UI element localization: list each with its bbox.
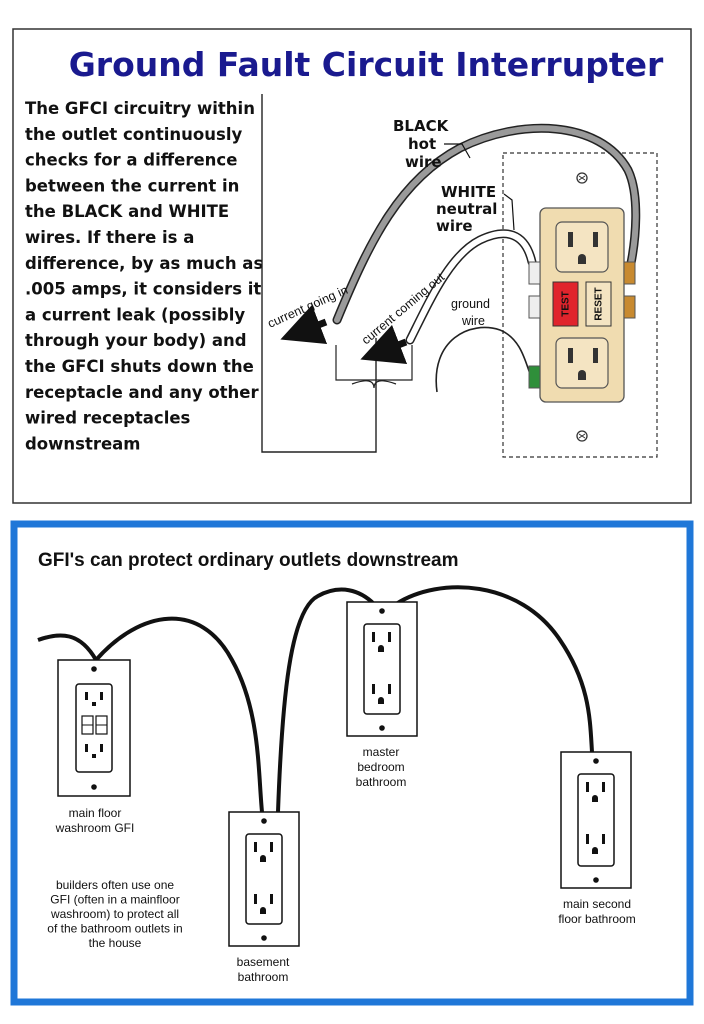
- master-outlet: [346, 601, 418, 737]
- description-line: The GFCI circuitry within: [25, 99, 255, 118]
- description-line: between the current in: [25, 176, 239, 195]
- svg-text:ground: ground: [451, 297, 490, 311]
- outlet-caption-line: floor bathroom: [558, 912, 635, 926]
- description-line: wired receptacles: [25, 409, 191, 428]
- bottom-screw-icon: [576, 430, 588, 442]
- note-line: the house: [89, 936, 142, 950]
- svg-text:neutral: neutral: [436, 200, 497, 218]
- description-line: the outlet continuously: [25, 125, 242, 144]
- outlet-caption-line: main floor: [69, 806, 122, 820]
- description-line: a current leak (possibly: [25, 305, 245, 324]
- reset-button-label: RESET: [594, 287, 605, 320]
- ground-terminal: [528, 365, 541, 389]
- black-wire-label: BLACK hot wire: [393, 117, 471, 171]
- outlet-caption-line: bathroom: [238, 970, 289, 984]
- current-out-arrow-icon: [360, 324, 408, 365]
- lower-slot-left: [568, 348, 573, 363]
- svg-text:wire: wire: [405, 153, 442, 171]
- wall-outline: [261, 94, 377, 453]
- basement-outlet: [228, 811, 300, 947]
- hot-terminal-2: [623, 295, 636, 319]
- description-line: .005 amps, it considers it: [25, 280, 261, 299]
- outlet-caption-line: basement: [237, 955, 290, 969]
- current-in-arrow-icon: [280, 304, 328, 345]
- note-line: washroom) to protect all: [50, 907, 179, 921]
- dashed-outlet-box: [502, 152, 658, 458]
- description-line: through your body) and: [25, 331, 247, 350]
- bottom-panel: GFI's can protect ordinary outlets downs…: [10, 520, 694, 1006]
- white-wire-label: WHITE neutral wire: [436, 183, 515, 235]
- supply-cord: [37, 633, 98, 662]
- lower-ground-hole: [578, 370, 586, 380]
- description-line: downstream: [25, 434, 141, 453]
- gfci-description: The GFCI circuitry within the outlet cont…: [25, 99, 263, 453]
- ground-wire: [435, 326, 531, 393]
- outlet-caption-line: washroom GFI: [55, 821, 135, 835]
- reset-button: [585, 281, 612, 327]
- top-panel: Ground Fault Circuit Interrupter The GFC…: [12, 28, 692, 504]
- note-line: GFI (often in a mainfloor: [50, 893, 179, 907]
- ground-wire-label: ground wire: [451, 297, 490, 328]
- test-button-label: TEST: [561, 291, 572, 317]
- junction-box: [335, 345, 413, 381]
- outlet-caption-line: bathroom: [356, 775, 407, 789]
- note-line: builders often use one: [56, 878, 174, 892]
- cord-basement-to-master: [276, 587, 376, 813]
- upper-slot-right: [593, 232, 598, 247]
- svg-text:wire: wire: [436, 217, 473, 235]
- gfci-receptacle: TEST RESET: [528, 207, 636, 403]
- neutral-terminal: [528, 261, 541, 285]
- svg-text:BLACK: BLACK: [393, 117, 450, 135]
- outlet-caption-line: bedroom: [357, 760, 404, 774]
- description-line: the GFCI shuts down the: [25, 357, 254, 376]
- white-neutral-wire: [407, 230, 535, 343]
- description-line: checks for a difference: [25, 151, 237, 170]
- cord-master-to-second: [394, 585, 594, 753]
- top-screw-icon: [576, 172, 588, 184]
- test-button: [552, 281, 579, 327]
- outlet-caption-line: main second: [563, 897, 631, 911]
- description-line: wires. If there is a: [25, 228, 194, 247]
- neutral-terminal-2: [528, 295, 541, 319]
- gfi-outlet: [57, 659, 131, 797]
- upper-outlet-face: [555, 221, 609, 273]
- note-line: of the bathroom outlets in: [47, 922, 182, 936]
- upper-slot-left: [568, 232, 573, 247]
- black-hot-wire: [334, 125, 639, 323]
- svg-text:wire: wire: [461, 314, 485, 328]
- second-floor-outlet: [560, 751, 632, 889]
- lower-outlet-face: [555, 337, 609, 389]
- description-line: receptacle and any other: [25, 383, 259, 402]
- description-line: the BLACK and WHITE: [25, 202, 229, 221]
- upper-ground-hole: [578, 254, 586, 264]
- brace-mark: [351, 380, 397, 389]
- gfci-title: Ground Fault Circuit Interrupter: [69, 45, 664, 84]
- svg-text:hot: hot: [408, 135, 436, 153]
- outlet-caption-line: master: [363, 745, 400, 759]
- description-line: difference, by as much as: [25, 254, 263, 273]
- svg-text:WHITE: WHITE: [441, 183, 496, 201]
- hot-terminal: [623, 261, 636, 285]
- downstream-title: GFI's can protect ordinary outlets downs…: [38, 550, 459, 571]
- lower-slot-right: [593, 348, 598, 363]
- cord-gfi-to-basement: [94, 616, 264, 813]
